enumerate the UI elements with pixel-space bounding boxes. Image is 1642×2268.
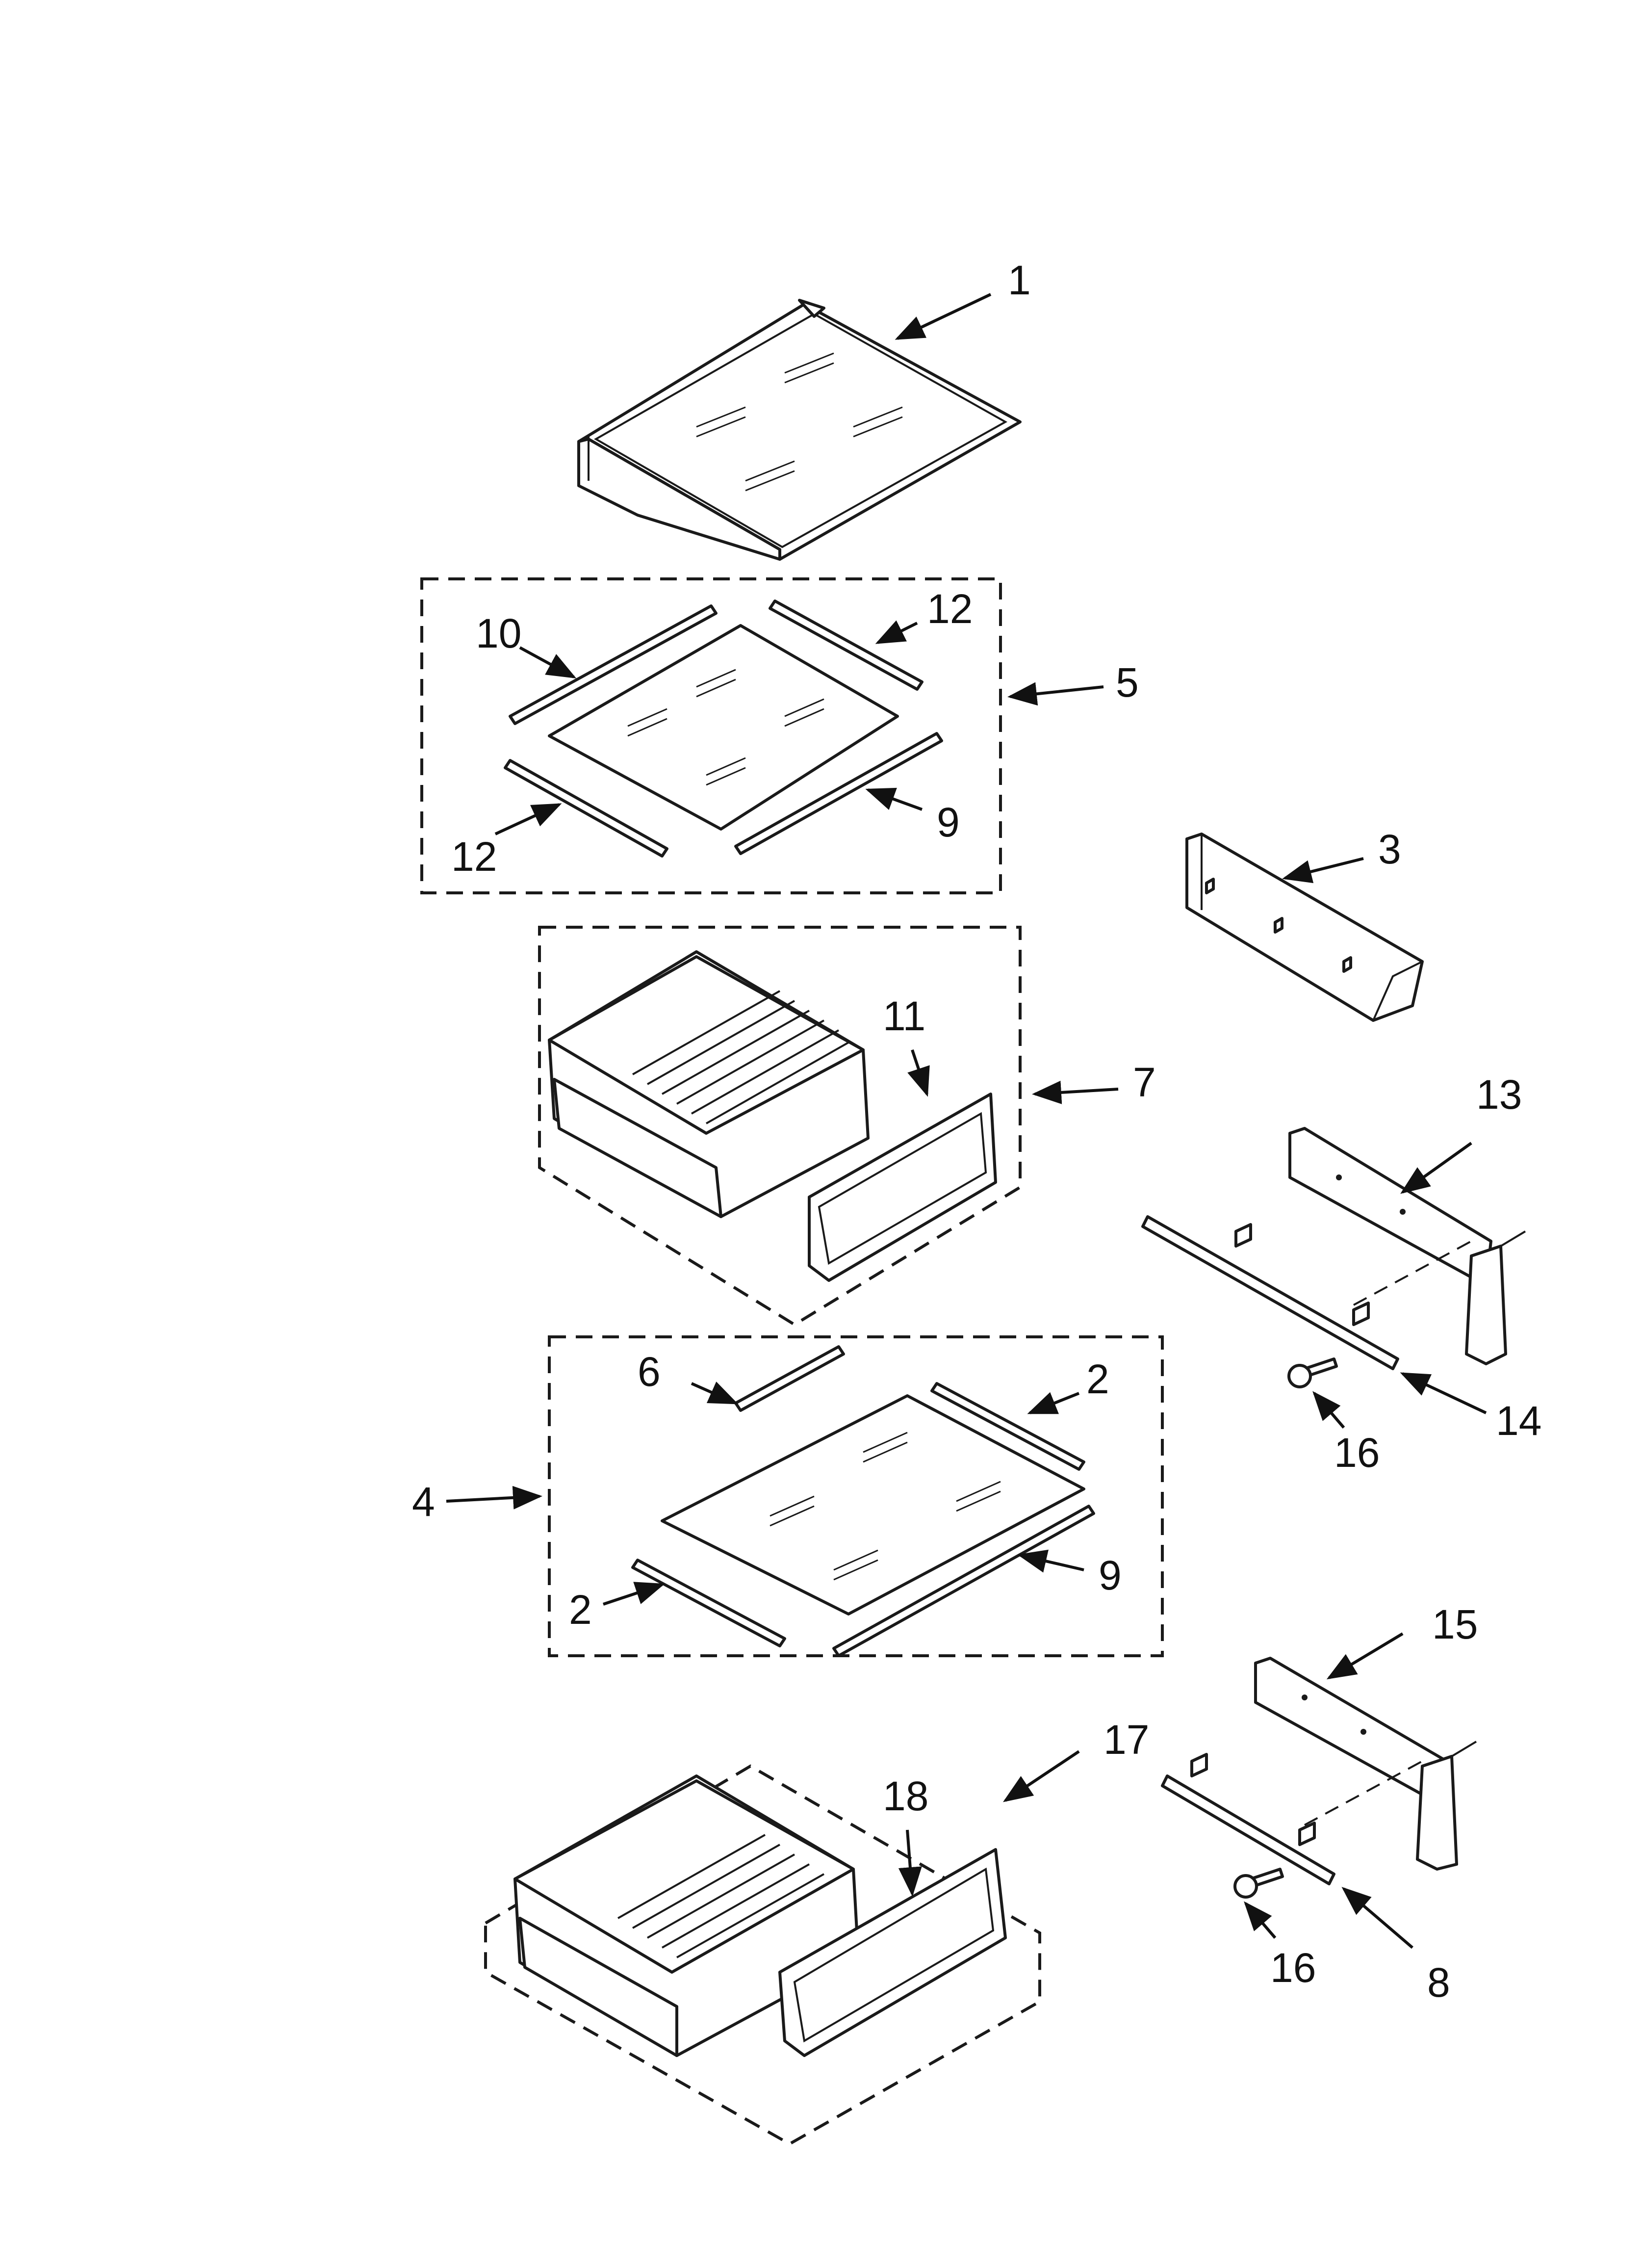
callout-9: 9: [937, 799, 960, 845]
callout-2: 2: [569, 1587, 592, 1633]
callout-17: 17: [1103, 1717, 1149, 1763]
part-1-shelf: [577, 299, 1022, 561]
part-9-glass-top: [548, 624, 899, 831]
callout-10: 10: [476, 610, 521, 656]
freezer-drawer-lower: [513, 1774, 860, 2057]
part-3-bracket: [1185, 833, 1424, 1022]
part-11-drawer-front: [808, 1093, 997, 1282]
part-9-glass-lower: [661, 1394, 1085, 1616]
callout-16: 16: [1270, 1945, 1316, 1991]
callout-11: 11: [883, 993, 925, 1039]
callout-4: 4: [412, 1479, 435, 1525]
crisper-drawer-upper: [548, 950, 870, 1218]
part-18-drawer-front: [778, 1848, 1007, 2057]
leader-lines: [446, 293, 1487, 1949]
callout-2: 2: [1086, 1356, 1109, 1402]
part-9-trim: [734, 732, 943, 855]
part-2-trim-right: [930, 1382, 1085, 1471]
callout-15: 15: [1432, 1601, 1478, 1647]
part-12-trim-right: [769, 600, 924, 691]
part-16-screw-upper: [1287, 1357, 1338, 1388]
kit-17-boundary: [484, 1764, 1041, 2146]
callout-7: 7: [1133, 1059, 1156, 1105]
part-9-trim-lower: [832, 1505, 1095, 1657]
kit-7-boundary: [538, 926, 1022, 1327]
callout-18: 18: [883, 1773, 928, 1819]
part-15-rail-cover: [1254, 1657, 1458, 1871]
callout-labels: 1 10 12 5 12 9 3 11 7 13 14 16 6 2 4 9 2…: [412, 257, 1541, 2006]
kit-5-boundary: [420, 577, 1002, 894]
callout-3: 3: [1378, 826, 1401, 872]
callout-14: 14: [1496, 1398, 1541, 1444]
callout-6: 6: [638, 1349, 661, 1395]
part-10-trim: [509, 604, 718, 725]
part-12-trim-left: [504, 759, 668, 858]
part-8-slide: [1161, 1741, 1477, 1885]
part-16-screw-lower: [1233, 1868, 1284, 1899]
callout-8: 8: [1427, 1959, 1450, 2006]
part-6-trim: [734, 1345, 845, 1412]
callout-9: 9: [1099, 1552, 1122, 1598]
callout-5: 5: [1116, 659, 1139, 705]
part-2-trim-left: [631, 1559, 786, 1647]
part-13-rail-cover: [1288, 1127, 1507, 1365]
callout-13: 13: [1476, 1071, 1522, 1118]
callout-12: 12: [451, 834, 497, 880]
kit-4-boundary: [548, 1335, 1164, 1657]
callout-12: 12: [927, 586, 973, 632]
callout-1: 1: [1008, 257, 1031, 303]
callout-16: 16: [1334, 1430, 1380, 1476]
part-14-slide: [1141, 1215, 1526, 1370]
